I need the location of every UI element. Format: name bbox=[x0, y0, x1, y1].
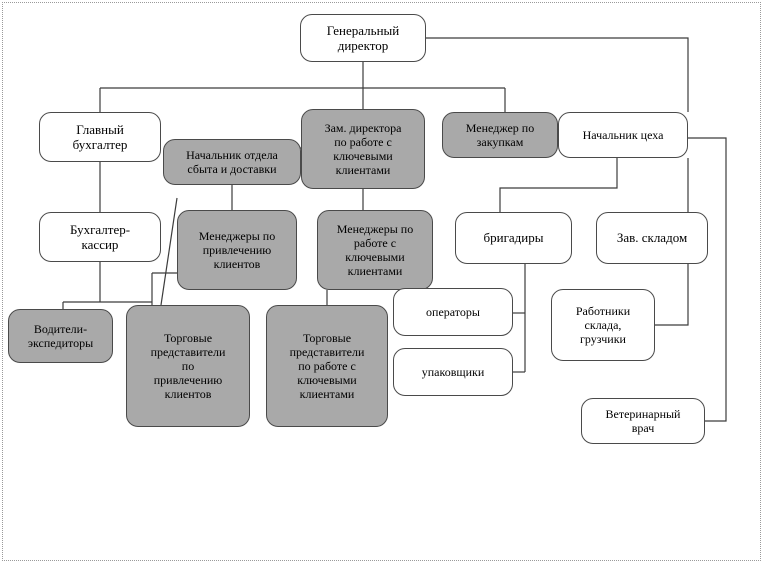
node-label-head-of-sales-delivery: Начальник отдела сбыта и доставки bbox=[186, 147, 278, 176]
node-sales-reps-key-clients[interactable]: Торговые представители по работе с ключе… bbox=[266, 305, 388, 427]
node-packers[interactable]: упаковщики bbox=[393, 348, 513, 396]
connector-ceo-right-to-shop bbox=[426, 37, 689, 112]
node-label-chief-accountant: Главный бухгалтер bbox=[72, 121, 128, 152]
node-label-operators: операторы bbox=[426, 304, 480, 319]
node-label-warehouse-workers-loaders: Работники склада, грузчики bbox=[575, 303, 631, 347]
connector-wh-mgr-to-workers bbox=[655, 264, 689, 326]
node-label-client-acquisition-managers: Менеджеры по привлечению клиентов bbox=[198, 228, 276, 272]
node-key-client-managers[interactable]: Менеджеры по работе с ключевыми клиентам… bbox=[317, 210, 433, 290]
node-client-acquisition-managers[interactable]: Менеджеры по привлечению клиентов bbox=[177, 210, 297, 290]
node-label-deputy-director-key-clients: Зам. директора по работе с ключевыми кли… bbox=[324, 120, 402, 178]
node-label-foremen: бригадиры bbox=[483, 230, 544, 246]
node-label-packers: упаковщики bbox=[421, 364, 485, 379]
node-deputy-director-key-clients[interactable]: Зам. директора по работе с ключевыми кли… bbox=[301, 109, 425, 189]
node-label-drivers-forwarders: Водители- экспедиторы bbox=[27, 321, 94, 350]
node-label-shop-chief: Начальник цеха bbox=[582, 127, 664, 142]
node-veterinarian[interactable]: Ветеринарный врач bbox=[581, 398, 705, 444]
node-drivers-forwarders[interactable]: Водители- экспедиторы bbox=[8, 309, 113, 363]
node-label-purchasing-manager: Менеджер по закупкам bbox=[465, 120, 535, 149]
connector-shop-far-right bbox=[688, 137, 727, 422]
node-warehouse-workers-loaders[interactable]: Работники склада, грузчики bbox=[551, 289, 655, 361]
node-purchasing-manager[interactable]: Менеджер по закупкам bbox=[442, 112, 558, 158]
node-accountant-cashier[interactable]: Бухгалтер- кассир bbox=[39, 212, 161, 262]
node-sales-reps-acquisition[interactable]: Торговые представители по привлечению кл… bbox=[126, 305, 250, 427]
node-label-sales-reps-acquisition: Торговые представители по привлечению кл… bbox=[150, 330, 226, 402]
node-operators[interactable]: операторы bbox=[393, 288, 513, 336]
node-chief-accountant[interactable]: Главный бухгалтер bbox=[39, 112, 161, 162]
node-label-ceo: Генеральный директор bbox=[326, 22, 400, 53]
node-label-warehouse-manager: Зав. складом bbox=[616, 230, 688, 246]
connector-sales-head-diagonal bbox=[160, 197, 178, 306]
connector-shop-down-bus bbox=[499, 158, 618, 212]
node-warehouse-manager[interactable]: Зав. складом bbox=[596, 212, 708, 264]
node-label-veterinarian: Ветеринарный врач bbox=[605, 406, 681, 435]
node-ceo[interactable]: Генеральный директор bbox=[300, 14, 426, 62]
node-shop-chief[interactable]: Начальник цеха bbox=[558, 112, 688, 158]
node-label-key-client-managers: Менеджеры по работе с ключевыми клиентам… bbox=[336, 221, 414, 279]
node-label-accountant-cashier: Бухгалтер- кассир bbox=[69, 221, 131, 252]
node-head-of-sales-delivery[interactable]: Начальник отдела сбыта и доставки bbox=[163, 139, 301, 185]
node-label-sales-reps-key-clients: Торговые представители по работе с ключе… bbox=[289, 330, 365, 402]
node-foremen[interactable]: бригадиры bbox=[455, 212, 572, 264]
